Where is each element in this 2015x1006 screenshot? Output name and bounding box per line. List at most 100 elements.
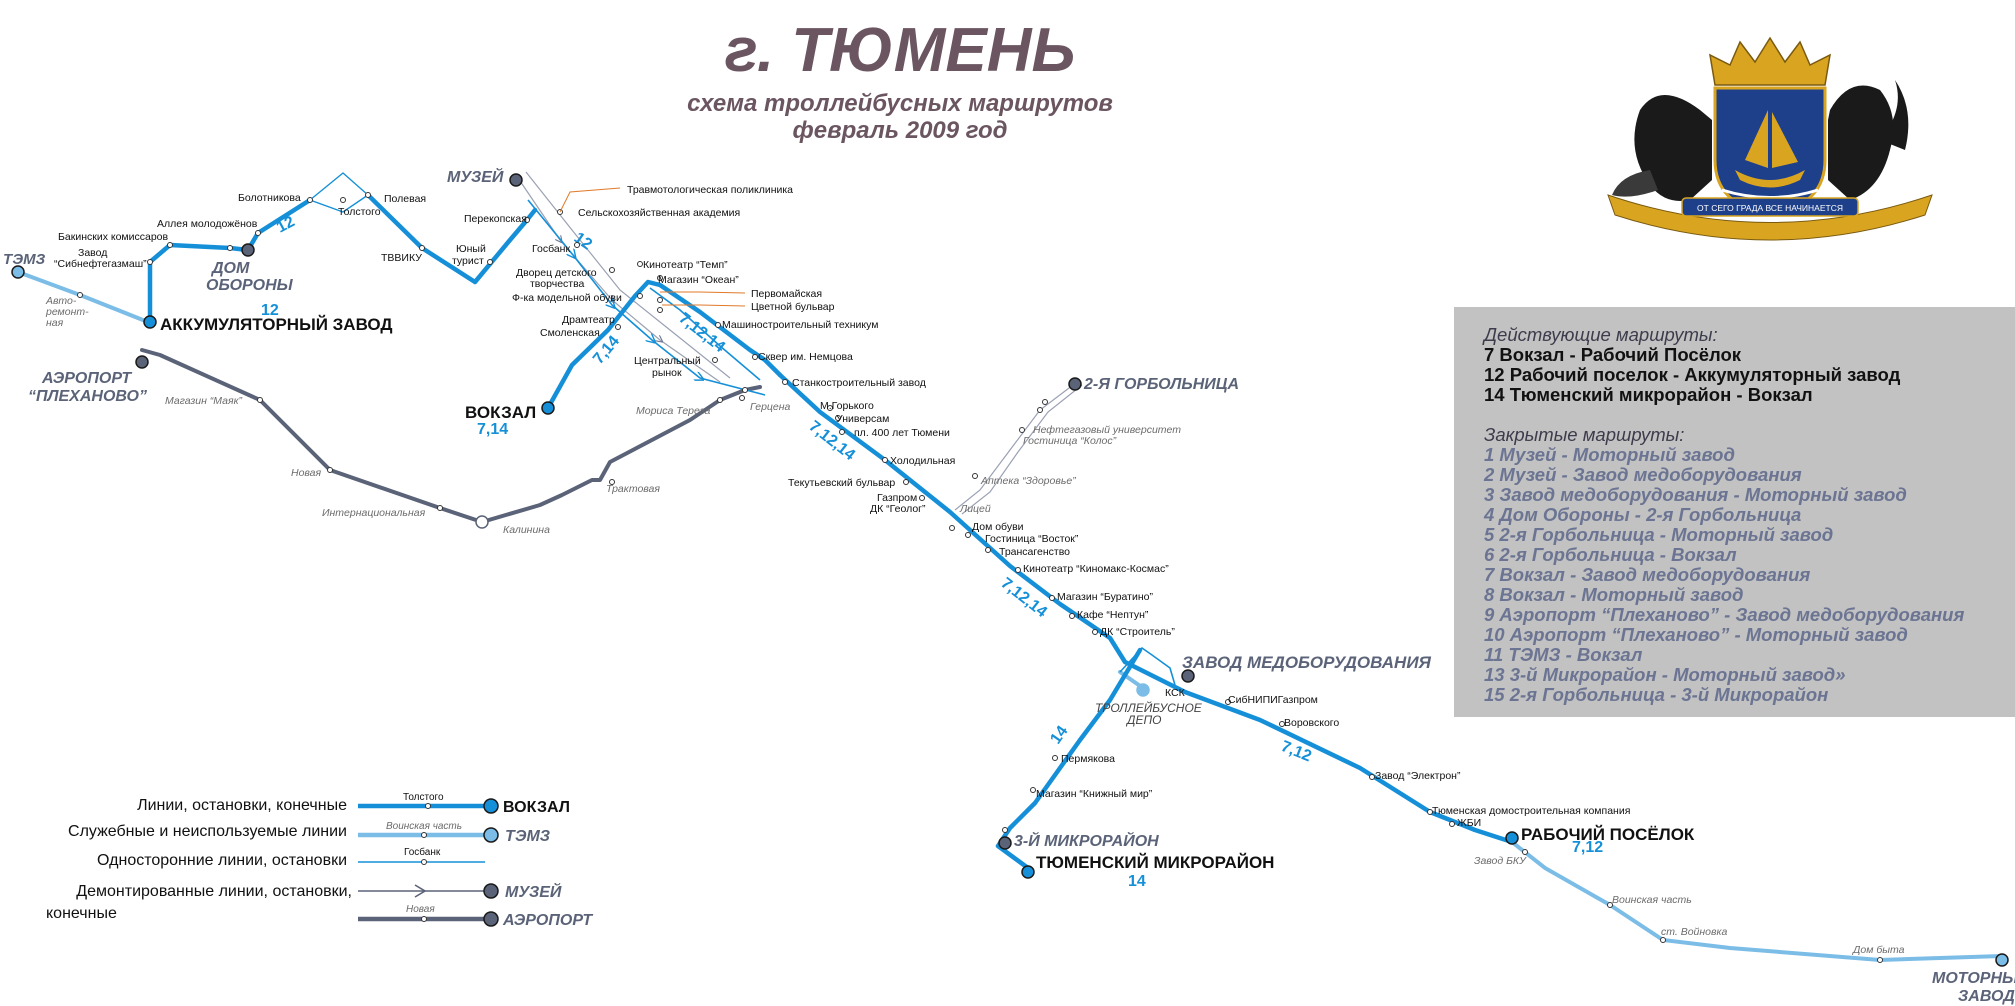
route-num-rab-pos: 7,12 (1572, 839, 1603, 856)
route-number-labels: 12 12 12 7,14 7,12,14 7,12,14 7,12,14 14… (261, 213, 1603, 890)
stop-marker (1877, 957, 1883, 963)
closed-route-item: 1 Музей - Моторный завод (1484, 444, 1735, 465)
stop-marker (327, 467, 333, 473)
stop-marker (1019, 427, 1025, 433)
stop-marker (1052, 755, 1058, 761)
label-gosbank: Госбанк (532, 243, 570, 255)
label-temp: Кинотеатр “Темп” (643, 259, 728, 271)
dismantled-line-gorbol-b (961, 384, 1083, 515)
closed-route-item: 13 3-й Микрорайон - Моторный завод» (1484, 664, 1846, 685)
active-route-item: 14 Тюменский микрорайон - Вокзал (1484, 384, 1813, 405)
label-tolstogo: Толстого (338, 206, 381, 218)
terminal-vokzal (541, 401, 555, 415)
stop-labels: Бакинских комиссаров Аллея молодожёнов Б… (54, 184, 1630, 829)
subtitle-line-2: февраль 2009 год (792, 117, 1008, 144)
route-num-vokzal-east: 7,12,14 (676, 310, 729, 356)
terminal-akkum (143, 315, 157, 329)
legend-terminal-active (483, 798, 499, 814)
service-line-motor (1510, 840, 2004, 963)
leader-pervomaiskaya (660, 291, 746, 294)
active-route-item: 7 Вокзал - Рабочий Посёлок (1484, 344, 1742, 365)
stop-marker (657, 275, 663, 281)
label-fka: Ф-ка модельной обуви (512, 292, 622, 304)
stop-marker (307, 197, 313, 203)
stop-marker (1037, 407, 1043, 413)
closed-route-item: 10 Аэропорт “Плеханово” - Моторный завод (1484, 624, 1908, 645)
stop-marker (742, 387, 748, 393)
label-dom-obor-2: ОБОРОНЫ (206, 277, 294, 294)
stop-marker (949, 525, 955, 531)
label-allea: Аллея молодожёнов (157, 218, 258, 230)
terminal-zavod-med (1181, 669, 1195, 683)
stop-marker (167, 242, 173, 248)
label-transagent: Трансагенство (999, 546, 1070, 558)
terminal-rab-pos (1505, 831, 1519, 845)
routes-panel: Действующие маршруты: 7 Вокзал - Рабочий… (1454, 307, 2015, 717)
arms-shield (1713, 86, 1827, 217)
legend-stop-oneway (421, 859, 427, 865)
legend-stop-service (421, 832, 427, 838)
label-traktovaya: Трактовая (606, 483, 660, 495)
legend-terminal-service (483, 827, 499, 843)
label-aero-1: АЭРОПОРТ (41, 370, 132, 387)
label-micro3: 3-Й МИКРОРАЙОН (1014, 830, 1159, 850)
gray-stop-labels: Авто- ремонт- ная Магазин “Маяк” Новая И… (45, 295, 1905, 956)
terminal-markers (11, 173, 2009, 967)
terminal-muzei (509, 173, 523, 187)
label-neptun: Кафе “Нептун” (1077, 609, 1149, 621)
closed-route-item: 5 2-я Горбольница - Моторный завод (1484, 524, 1834, 545)
arms-sail (1745, 110, 1798, 168)
one-way-line-center (649, 287, 761, 381)
label-yuniy-2: турист (452, 255, 484, 267)
stop-marker (835, 415, 841, 421)
label-morisa: Мориса Тереза (636, 405, 711, 417)
legend-stop-active (425, 803, 431, 809)
label-dom-obuvi: Дом обуви (972, 521, 1024, 533)
stop-marker (715, 322, 721, 328)
label-dom-obor-1: ДОМ (210, 260, 250, 277)
legend-stop-label-dismantled: Новая (406, 904, 435, 915)
label-bakinskih: Бакинских комиссаров (58, 231, 169, 243)
stop-marker (965, 532, 971, 538)
closed-route-item: 4 Дом Обороны - 2-я Горбольница (1484, 504, 1802, 525)
stop-marker (227, 245, 233, 251)
label-universam: Универсам (836, 413, 889, 425)
dismantled-line-gorbol-a (954, 384, 1074, 511)
legend-label-dismantled-1: Демонтированные линии, остановки, (76, 883, 352, 900)
dismantled-lines (140, 348, 762, 524)
stop-marker (1369, 774, 1375, 780)
label-perekopskaya: Перекопская (464, 213, 527, 225)
stop-marker (1225, 699, 1231, 705)
arms-ship (1735, 170, 1805, 188)
arms-crown (1709, 36, 1831, 86)
legend-terminal-label-muzei: МУЗЕЙ (505, 881, 562, 901)
legend-terminal-label-aero: АЭРОПОРТ (502, 912, 593, 929)
label-avtorem-3: ная (46, 317, 64, 329)
label-tsentr-2: рынок (652, 367, 682, 379)
stop-marker (903, 479, 909, 485)
label-yuniy-1: Юный (456, 243, 486, 255)
stop-marker (1279, 721, 1285, 727)
stop-marker (1002, 827, 1008, 833)
closed-route-item: 9 Аэропорт “Плеханово” - Завод медоборуд… (1484, 604, 1965, 625)
stop-marker (739, 395, 745, 401)
active-routes-header: Действующие маршруты: (1484, 324, 1718, 345)
label-buratino: Магазин “Буратино” (1057, 591, 1153, 603)
legend-terminal-muzei (483, 883, 499, 899)
legend-label-dismantled-2: конечные (46, 905, 117, 922)
junction-kalinina (475, 515, 489, 529)
legend-stop-label-oneway: Госбанк (404, 846, 441, 858)
stop-marker (1607, 902, 1613, 908)
stop-marker (1069, 613, 1075, 619)
beaver-left-tail (1612, 170, 1658, 197)
stop-marker (365, 192, 371, 198)
stop-marker (1449, 821, 1455, 827)
stop-marker (972, 473, 978, 479)
legend-terminal-label-active: ВОКЗАЛ (503, 799, 570, 816)
city-title: г. ТЮМЕНЬ (724, 16, 1076, 85)
label-voinskaya: Воинская часть (1612, 894, 1692, 906)
label-zavod-sib-2: “Сибнефтегазмаш” (54, 258, 147, 270)
fox-right-tail (1880, 80, 1909, 150)
label-skver: Сквер им. Немцова (758, 351, 853, 363)
